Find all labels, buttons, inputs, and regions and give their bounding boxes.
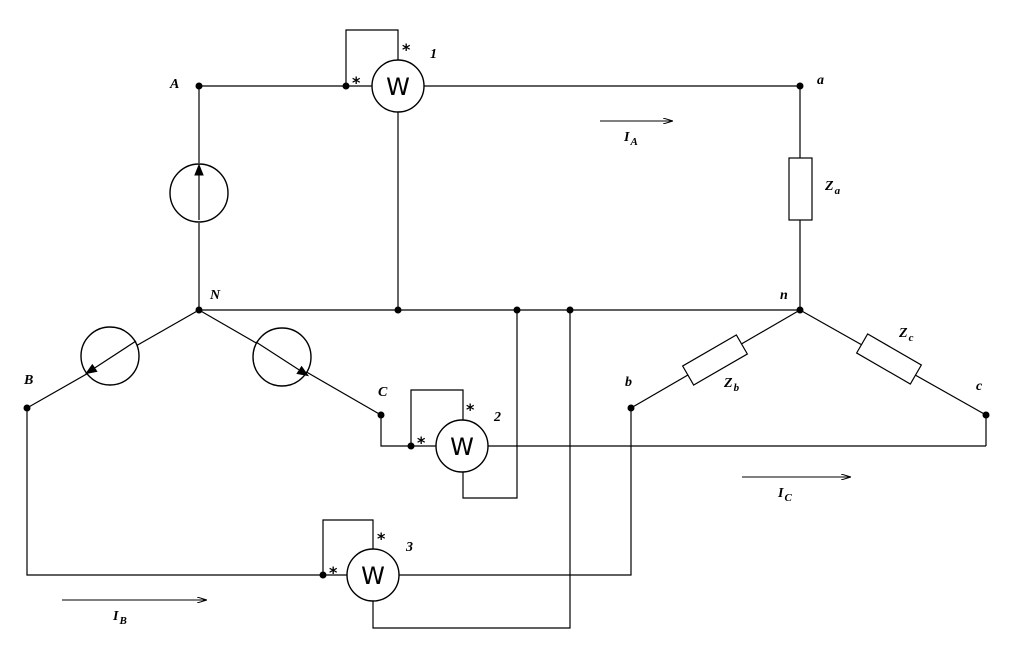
wattmeter-2: W * * 2: [417, 400, 501, 473]
wire-c-to-w2: [380, 415, 436, 447]
wattmeter-2-circle: [435, 419, 489, 473]
impedance-zb: [681, 334, 749, 386]
wattmeter-1-number: 1: [430, 47, 437, 62]
impedance-labels: Za Zb Zc: [723, 179, 914, 394]
node-dot-b: [627, 404, 635, 412]
wattmeter-1-voltage-star: *: [402, 40, 411, 59]
node-dot-neutral-w1: [394, 306, 402, 314]
current-ic: IC: [742, 477, 850, 504]
wattmeter-1: W * * 1: [352, 40, 437, 113]
wattmeter-2-number: 2: [493, 410, 501, 425]
wattmeter-3-number: 3: [405, 540, 413, 555]
node-dot-B: [23, 404, 31, 412]
impedance-zc: [855, 333, 923, 385]
current-ib: IB: [62, 600, 206, 627]
node-dot-N: [195, 306, 203, 314]
impedance-za: [788, 157, 813, 221]
wire-b-to-w3: [26, 408, 347, 576]
label-node-b: b: [625, 375, 632, 390]
label-node-a: a: [817, 73, 824, 88]
wattmeter-3-voltage-star: *: [377, 529, 386, 548]
w2-voltage-loop-top: [410, 389, 464, 446]
wattmeter-1-circle: [371, 59, 425, 113]
current-ia: IA: [600, 121, 672, 148]
node-dot-C: [377, 411, 385, 419]
node-dot-w1-current: [342, 82, 350, 90]
node-dot-a: [796, 82, 804, 90]
source-c-circle: [252, 327, 312, 387]
label-node-N: N: [209, 288, 221, 303]
label-zc: Zc: [898, 326, 914, 344]
wire-w3-to-b: [399, 408, 632, 576]
source-a: [169, 163, 229, 223]
w1-voltage-loop: [345, 29, 399, 86]
source-b: [80, 326, 140, 386]
node-dot-c: [982, 411, 990, 419]
wattmeter-3: W * * 3: [329, 529, 413, 602]
label-zb: Zb: [723, 376, 740, 394]
label-node-B: B: [23, 373, 33, 388]
wattmeter-2-voltage-star: *: [466, 400, 475, 419]
node-dot-neutral-w2: [513, 306, 521, 314]
label-node-C: C: [378, 385, 388, 400]
node-dot-neutral-w3: [566, 306, 574, 314]
node-dot-w3-current: [319, 571, 327, 579]
label-node-n: n: [780, 288, 788, 303]
w3-voltage-loop-bottom: [372, 310, 571, 629]
node-dot-A: [195, 82, 203, 90]
node-dot-n: [796, 306, 804, 314]
wattmeter-1-current-star: *: [352, 73, 361, 92]
source-b-arrow-icon: [84, 340, 137, 375]
wattmeter-3-current-star: *: [329, 563, 338, 582]
wattmeter-3-circle: [346, 548, 400, 602]
junctions: [23, 82, 990, 579]
label-node-c: c: [976, 379, 983, 394]
current-ib-label: IB: [112, 609, 127, 627]
node-labels: A a N n B C b c: [23, 73, 983, 400]
wattmeter-1-symbol: W: [386, 73, 410, 101]
current-ic-label: IC: [777, 486, 792, 504]
wattmeter-2-symbol: W: [450, 433, 474, 461]
label-za: Za: [824, 179, 841, 197]
source-c-arrow-icon: [255, 341, 310, 377]
w3-voltage-loop-top: [322, 519, 374, 575]
wattmeter-2-current-star: *: [417, 433, 426, 452]
wires: [26, 29, 987, 629]
w2-voltage-loop-bottom: [462, 310, 518, 499]
label-node-A: A: [169, 77, 179, 92]
source-c: [252, 327, 312, 387]
source-b-circle: [80, 326, 140, 386]
impedance-zc-body: [855, 333, 923, 385]
node-dot-w2-current: [407, 442, 415, 450]
impedance-zb-body: [681, 334, 749, 386]
wattmeter-3-symbol: W: [361, 562, 385, 590]
current-ia-label: IA: [623, 130, 638, 148]
